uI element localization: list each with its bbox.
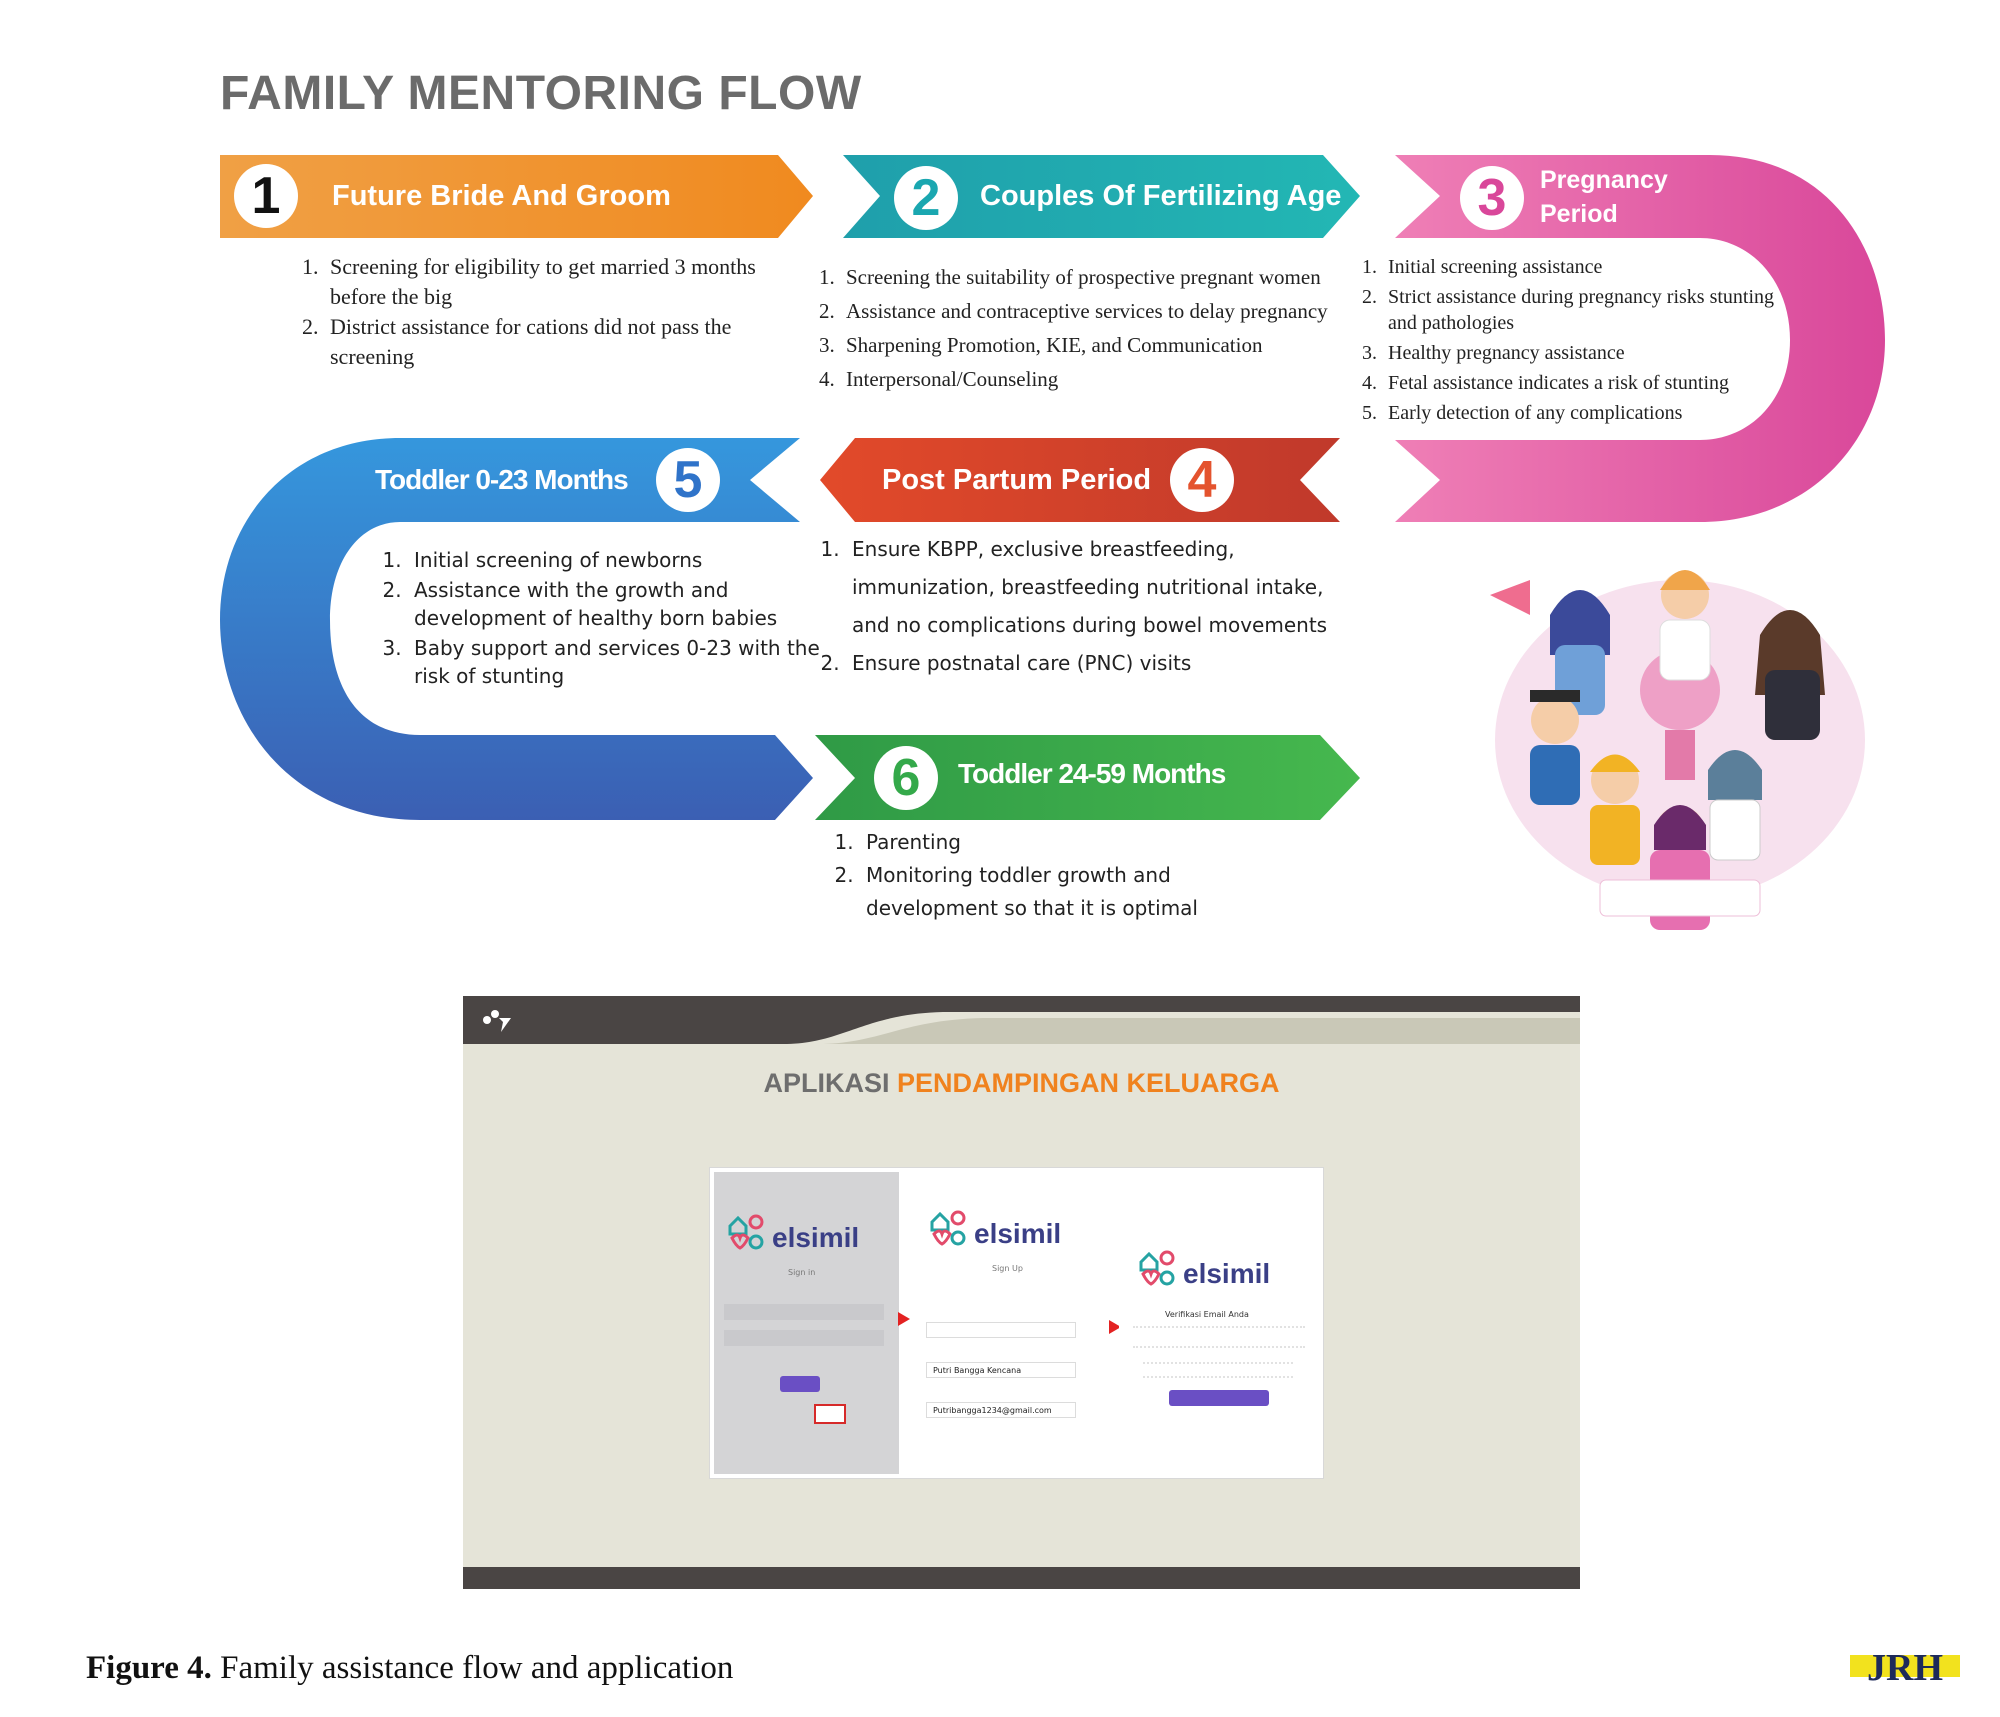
caption-label: Figure 4.	[86, 1650, 212, 1686]
app-title: APLIKASI PENDAMPINGAN KELUARGA	[463, 1068, 1580, 1099]
journal-logo-text: JRH	[1867, 1647, 1943, 1687]
list-item: Ensure KBPP, exclusive breastfeeding, im…	[846, 530, 1366, 644]
step2-list: Screening the suitability of prospective…	[806, 260, 1380, 396]
elsimil-logo-icon	[930, 1210, 966, 1246]
list-item: Baby support and services 0-23 with the …	[408, 634, 828, 690]
step2-label: Couples Of Fertilizing Age	[980, 180, 1342, 212]
signup-pane: elsimil Sign Up Putri Bangga Kencana Put…	[912, 1172, 1102, 1474]
blank-sign	[1599, 879, 1761, 917]
verify-heading: Verifikasi Email Anda	[1165, 1310, 1249, 1319]
step2-number: 2	[894, 166, 958, 230]
email-input[interactable]: Putribangga1234@gmail.com	[926, 1402, 1076, 1418]
woman-figure-6	[1708, 750, 1762, 861]
list-item: Monitoring toddler growth and developmen…	[860, 859, 1280, 925]
app-screens-composite: elsimil Sign in elsimil Sign Up Putri Ba…	[710, 1168, 1323, 1478]
step6-list: Parenting Monitoring toddler growth and …	[826, 826, 1280, 925]
app-title-orange: PENDAMPINGAN KELUARGA	[897, 1068, 1280, 1098]
woman-figure-2	[1659, 570, 1711, 681]
step1-number: 1	[234, 164, 298, 228]
fullname-input[interactable]: Putri Bangga Kencana	[926, 1362, 1076, 1378]
list-item: Initial screening assistance	[1382, 254, 1802, 280]
megaphone-icon	[1490, 580, 1530, 615]
brand-name: elsimil	[1183, 1258, 1271, 1289]
password-input[interactable]	[724, 1330, 884, 1346]
list-item: Sharpening Promotion, KIE, and Communica…	[840, 328, 1380, 362]
list-item: Strict assistance during pregnancy risks…	[1382, 284, 1802, 336]
arrow-right-icon	[898, 1312, 910, 1326]
brand-name: elsimil	[974, 1218, 1062, 1249]
woman-figure-1	[1550, 590, 1610, 715]
step3-label-line2: Period	[1540, 200, 1618, 228]
signup-link-highlight[interactable]	[814, 1404, 846, 1424]
list-item: Assistance with the growth and developme…	[408, 576, 828, 632]
step2-banner	[843, 155, 1360, 238]
list-item: Initial screening of newborns	[408, 546, 828, 574]
resend-verification-button[interactable]	[1169, 1390, 1269, 1406]
caption-text: Family assistance flow and application	[220, 1650, 734, 1686]
list-item: Parenting	[860, 826, 1280, 859]
step3-u-shape	[1395, 155, 1885, 522]
verify-note	[1143, 1362, 1293, 1378]
woman-figure-4	[1530, 690, 1580, 805]
step3-list: Initial screening assistance Strict assi…	[1348, 254, 1802, 426]
signin-heading: Sign in	[788, 1268, 816, 1277]
list-item: Interpersonal/Counseling	[840, 362, 1380, 396]
app-header-wave	[463, 1012, 1580, 1056]
step6-number: 6	[874, 746, 938, 810]
women-group-illustration	[1490, 570, 1865, 930]
brand-name: elsimil	[772, 1222, 860, 1253]
step1-label: Future Bride And Groom	[332, 180, 671, 212]
app-screenshot: APLIKASI PENDAMPINGAN KELUARGA elsimil S…	[463, 996, 1580, 1589]
elsimil-logo-icon	[728, 1214, 764, 1250]
signin-button[interactable]	[780, 1376, 820, 1392]
list-item: Screening the suitability of prospective…	[840, 260, 1380, 294]
diagram-title: FAMILY MENTORING FLOW	[220, 67, 862, 120]
step5-label: Toddler 0-23 Months	[375, 464, 629, 495]
list-item: Assistance and contraceptive services to…	[840, 294, 1380, 328]
step5-number: 5	[656, 448, 720, 512]
signup-heading: Sign Up	[992, 1264, 1023, 1273]
arrow-right-icon	[1109, 1320, 1121, 1334]
nik-input[interactable]	[926, 1322, 1076, 1338]
step6-banner	[815, 735, 1360, 820]
step4-label: Post Partum Period	[882, 464, 1152, 496]
woman-figure-3	[1755, 610, 1825, 740]
step4-list: Ensure KBPP, exclusive breastfeeding, im…	[812, 530, 1366, 682]
step4-number: 4	[1170, 448, 1234, 512]
app-logo-icon	[483, 1010, 511, 1032]
elsimil-logo-icon	[1139, 1250, 1175, 1286]
verify-description	[1133, 1326, 1305, 1348]
journal-logo: JRH	[1850, 1647, 1960, 1687]
app-bottom-bar	[463, 1567, 1580, 1589]
list-item: District assistance for cations did not …	[324, 312, 764, 372]
list-item: Fetal assistance indicates a risk of stu…	[1382, 370, 1802, 396]
step1-list: Screening for eligibility to get married…	[290, 252, 764, 372]
figure-caption: Figure 4. Family assistance flow and app…	[86, 1650, 733, 1687]
list-item: Ensure postnatal care (PNC) visits	[846, 644, 1366, 682]
verify-pane: elsimil Verifikasi Email Anda	[1119, 1172, 1319, 1474]
woman-figure-5	[1590, 754, 1640, 865]
step5-c-shape	[220, 438, 813, 820]
step1-banner	[220, 155, 813, 238]
step3-number: 3	[1460, 166, 1524, 230]
step3-label-line1: Pregnancy	[1540, 166, 1668, 194]
app-title-gray: APLIKASI	[763, 1068, 890, 1098]
step6-label: Toddler 24-59 Months	[958, 758, 1226, 789]
list-item: Screening for eligibility to get married…	[324, 252, 764, 312]
list-item: Early detection of any complications	[1382, 400, 1802, 426]
step5-list: Initial screening of newborns Assistance…	[374, 546, 828, 690]
list-item: Healthy pregnancy assistance	[1382, 340, 1802, 366]
username-input[interactable]	[724, 1304, 884, 1320]
signin-pane: elsimil Sign in	[714, 1172, 899, 1474]
